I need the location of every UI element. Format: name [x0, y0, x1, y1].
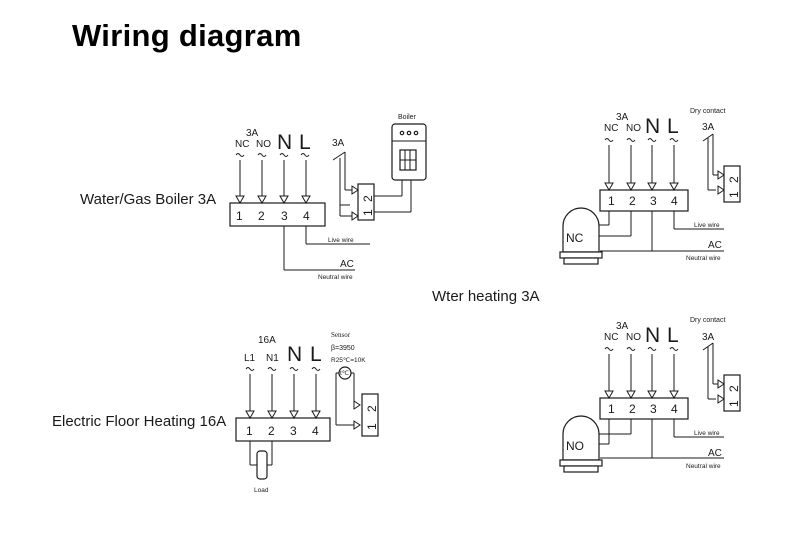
water-no-relay-1: 1	[727, 400, 741, 407]
water-no-l-label: L	[667, 324, 679, 347]
boiler-nc-label: NC	[235, 139, 249, 150]
boiler-n-label: N	[277, 131, 292, 154]
water-nc-live-wire-label: Live wire	[694, 222, 720, 229]
water-nc-n-label: N	[645, 115, 660, 138]
boiler-neutral-wire-label: Neutral wire	[318, 274, 353, 281]
water-no-terminal-1: 1	[608, 402, 615, 416]
water-nc-rating-label: 3A	[616, 112, 629, 123]
water-heating-caption: Wter heating 3A	[432, 288, 540, 305]
floor-terminal-2: 2	[268, 424, 275, 438]
water-nc-terminal-block	[599, 189, 689, 212]
water-nc-no-label: NO	[626, 123, 641, 134]
boiler-section: Water/Gas Boiler 3A 1 2 3 4 3A NC NO N L…	[80, 114, 427, 281]
water-nc-l-label: L	[667, 115, 679, 138]
water-no-relay-2: 2	[727, 385, 741, 392]
boiler-caption: Water/Gas Boiler 3A	[80, 191, 216, 208]
water-no-no-label: NO	[626, 332, 641, 343]
sensor-temp: t℃	[340, 370, 350, 377]
boiler-terminal-4: 4	[303, 209, 310, 223]
water-nc-relay-rating: 3A	[702, 122, 715, 133]
floor-caption: Electric Floor Heating 16A	[52, 413, 226, 430]
water-nc-relay-block	[723, 165, 741, 203]
boiler-terminal-3: 3	[281, 209, 288, 223]
water-no-neutral-wire-label: Neutral wire	[686, 463, 721, 470]
water-nc-relay-1: 1	[727, 191, 741, 198]
sensor-beta: β=3950	[331, 345, 355, 352]
floor-rating-label: 16A	[258, 335, 276, 346]
water-nc-ac-label: AC	[708, 240, 722, 251]
boiler-no-label: NO	[256, 139, 271, 150]
water-nc-terminal-1: 1	[608, 194, 615, 208]
boiler-terminal-1: 1	[236, 209, 243, 223]
water-nc-terminal-3: 3	[650, 194, 657, 208]
water-nc-terminal-4: 4	[671, 194, 678, 208]
water-no-rating-label: 3A	[616, 321, 629, 332]
no-valve-label: NO	[566, 439, 584, 453]
water-nc-relay-2: 2	[727, 176, 741, 183]
water-no-nc-label: NC	[604, 332, 618, 343]
water-no-live-wire-label: Live wire	[694, 430, 720, 437]
water-no-terminal-4: 4	[671, 402, 678, 416]
sensor-label: Sensor	[331, 331, 351, 339]
water-no-ac-label: AC	[708, 448, 722, 459]
no-valve-body	[562, 415, 600, 461]
nc-valve-body	[562, 207, 600, 253]
floor-l1-label: L1	[244, 353, 256, 364]
boiler-rating-label: 3A	[246, 128, 259, 139]
floor-terminal-1: 1	[246, 424, 253, 438]
boiler-relay-2: 2	[361, 195, 375, 202]
boiler-terminal-block	[229, 202, 326, 227]
load-element	[256, 450, 268, 480]
water-no-terminal-block	[599, 397, 689, 420]
floor-terminal-block	[235, 417, 331, 442]
boiler-l-label: L	[299, 131, 311, 154]
floor-terminal-4: 4	[312, 424, 319, 438]
water-nc-section: 1 2 3 4 3A NC NO N L Dry contact 3A 1 2 …	[559, 108, 741, 265]
water-no-relay-rating: 3A	[702, 332, 715, 343]
boiler-live-wire-label: Live wire	[328, 237, 354, 244]
floor-sensor-2: 2	[365, 405, 379, 412]
floor-section: Electric Floor Heating 16A 1 2 3 4 16A L…	[52, 331, 379, 494]
water-no-dry-contact-label: Dry contact	[690, 317, 725, 324]
floor-load-label: Load	[254, 487, 269, 494]
water-nc-nc-label: NC	[604, 123, 618, 134]
water-nc-terminal-2: 2	[629, 194, 636, 208]
floor-sensor-1: 1	[365, 423, 379, 430]
floor-sensor-block	[361, 393, 379, 437]
water-no-terminal-2: 2	[629, 402, 636, 416]
nc-valve-label: NC	[566, 231, 584, 245]
floor-n1-label: N1	[266, 353, 279, 364]
water-no-section: 1 2 3 4 3A NC NO N L Dry contact 3A 1 2 …	[559, 317, 741, 473]
floor-n-label: N	[287, 343, 302, 366]
boiler-relay-rating: 3A	[332, 138, 345, 149]
page-title: Wiring diagram	[72, 18, 302, 53]
water-no-terminal-3: 3	[650, 402, 657, 416]
boiler-relay-block	[357, 183, 375, 221]
boiler-terminal-2: 2	[258, 209, 265, 223]
water-no-n-label: N	[645, 324, 660, 347]
water-nc-dry-contact-label: Dry contact	[690, 108, 725, 115]
floor-terminal-3: 3	[290, 424, 297, 438]
sensor-r25: R25℃=10K	[331, 357, 366, 364]
water-no-relay-block	[723, 374, 741, 412]
boiler-ac-label: AC	[340, 259, 354, 270]
boiler-device-label: Boiler	[398, 114, 417, 121]
water-nc-neutral-wire-label: Neutral wire	[686, 255, 721, 262]
boiler-relay-1: 1	[361, 209, 375, 216]
floor-l-label: L	[310, 343, 322, 366]
